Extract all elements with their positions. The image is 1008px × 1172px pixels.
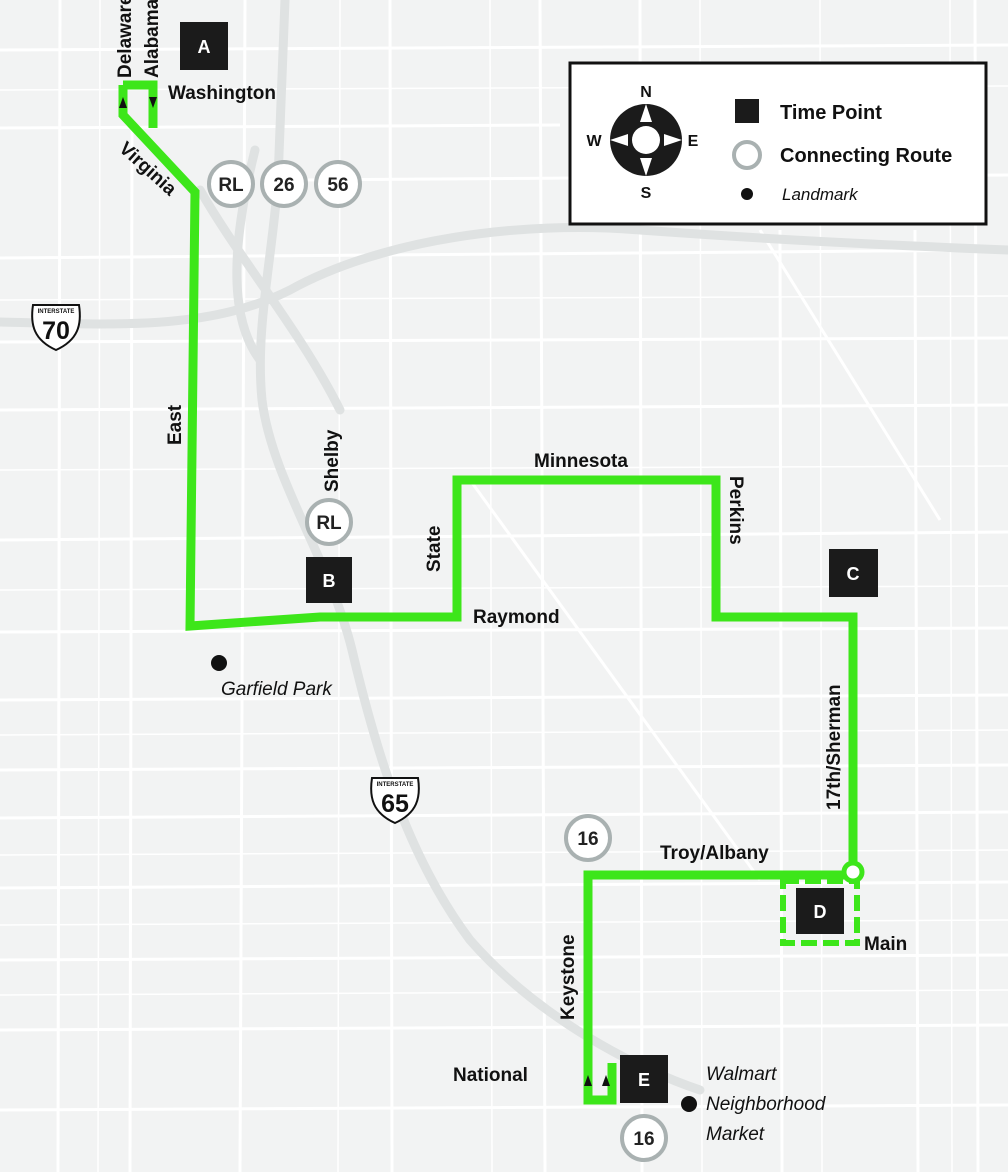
connecting-route-26: 26	[260, 160, 308, 208]
landmark-garfield-park: Garfield Park	[211, 655, 333, 700]
interstate-65-shield: INTERSTATE 65	[370, 777, 420, 825]
street-label-main: Main	[864, 934, 907, 955]
time-point-d: D	[796, 888, 844, 934]
connecting-route-56: 56	[314, 160, 362, 208]
legend-time-point-icon	[735, 99, 759, 123]
connecting-route-rl-shelby-label: RL	[316, 513, 342, 534]
street-label-raymond: Raymond	[473, 607, 560, 628]
connecting-route-16-north: 16	[564, 814, 612, 862]
route-direction-arrows	[119, 97, 610, 1086]
street-label-delaware: Delaware	[115, 0, 136, 78]
street-label-minnesota: Minnesota	[534, 451, 628, 472]
interstate-70-shield: INTERSTATE 70	[31, 304, 81, 352]
landmark-walmart: Walmart Neighborhood Market	[681, 1064, 827, 1145]
time-point-c: C	[829, 549, 878, 597]
street-label-alabama: Alabama	[142, 0, 163, 78]
street-label-troy-albany: Troy/Albany	[660, 843, 769, 864]
time-point-b: B	[306, 557, 352, 603]
interstate-70-number: 70	[42, 317, 70, 345]
connecting-route-rl-north-label: RL	[218, 175, 244, 196]
street-label-washington: Washington	[168, 83, 276, 104]
landmark-label-walmart-2: Neighborhood	[706, 1094, 827, 1115]
time-point-a-label: A	[198, 37, 211, 57]
legend-landmark-label: Landmark	[782, 185, 859, 204]
landmark-label-garfield: Garfield Park	[221, 679, 333, 700]
compass-w: W	[586, 133, 602, 150]
connecting-route-16-south-label: 16	[633, 1129, 654, 1150]
connecting-route-56-label: 56	[327, 175, 348, 196]
landmark-label-walmart-3: Market	[706, 1124, 765, 1145]
connecting-route-rl-north: RL	[207, 160, 255, 208]
street-label-keystone: Keystone	[558, 934, 579, 1020]
time-point-c-label: C	[847, 564, 860, 584]
street-label-sherman: 17th/Sherman	[824, 684, 845, 810]
connecting-route-26-label: 26	[273, 175, 294, 196]
legend: N S W E Time Point Connecting Route Land…	[568, 61, 988, 226]
interstate-65-word: INTERSTATE	[377, 782, 414, 788]
street-label-state: State	[424, 526, 445, 572]
route-turnaround	[841, 860, 865, 884]
time-point-a: A	[180, 22, 228, 70]
time-point-e: E	[620, 1055, 668, 1103]
connecting-route-16-south: 16	[620, 1114, 668, 1162]
compass-rose: N S W E	[586, 84, 698, 202]
route-loop-main	[780, 878, 860, 946]
interstate-70-word: INTERSTATE	[38, 309, 75, 315]
compass-e: E	[688, 133, 699, 150]
street-label-national: National	[453, 1065, 528, 1086]
legend-time-point-label: Time Point	[780, 102, 882, 124]
legend-landmark-icon	[741, 188, 753, 200]
street-label-perkins: Perkins	[725, 476, 746, 545]
street-label-shelby: Shelby	[322, 429, 343, 492]
landmark-dot	[681, 1096, 697, 1112]
legend-connecting-route-icon	[732, 140, 762, 170]
connecting-route-rl-shelby: RL	[305, 498, 353, 546]
landmark-dot	[211, 655, 227, 671]
street-label-east: East	[165, 404, 186, 445]
compass-n: N	[640, 84, 652, 101]
compass-s: S	[641, 185, 652, 202]
time-point-d-label: D	[814, 902, 827, 922]
legend-connecting-route-label: Connecting Route	[780, 145, 952, 167]
time-point-b-label: B	[323, 571, 336, 591]
time-point-e-label: E	[638, 1070, 650, 1090]
landmark-label-walmart-1: Walmart	[706, 1064, 777, 1085]
route-line	[118, 80, 858, 1105]
interstate-65-number: 65	[381, 790, 409, 818]
connecting-route-16-north-label: 16	[577, 829, 598, 850]
